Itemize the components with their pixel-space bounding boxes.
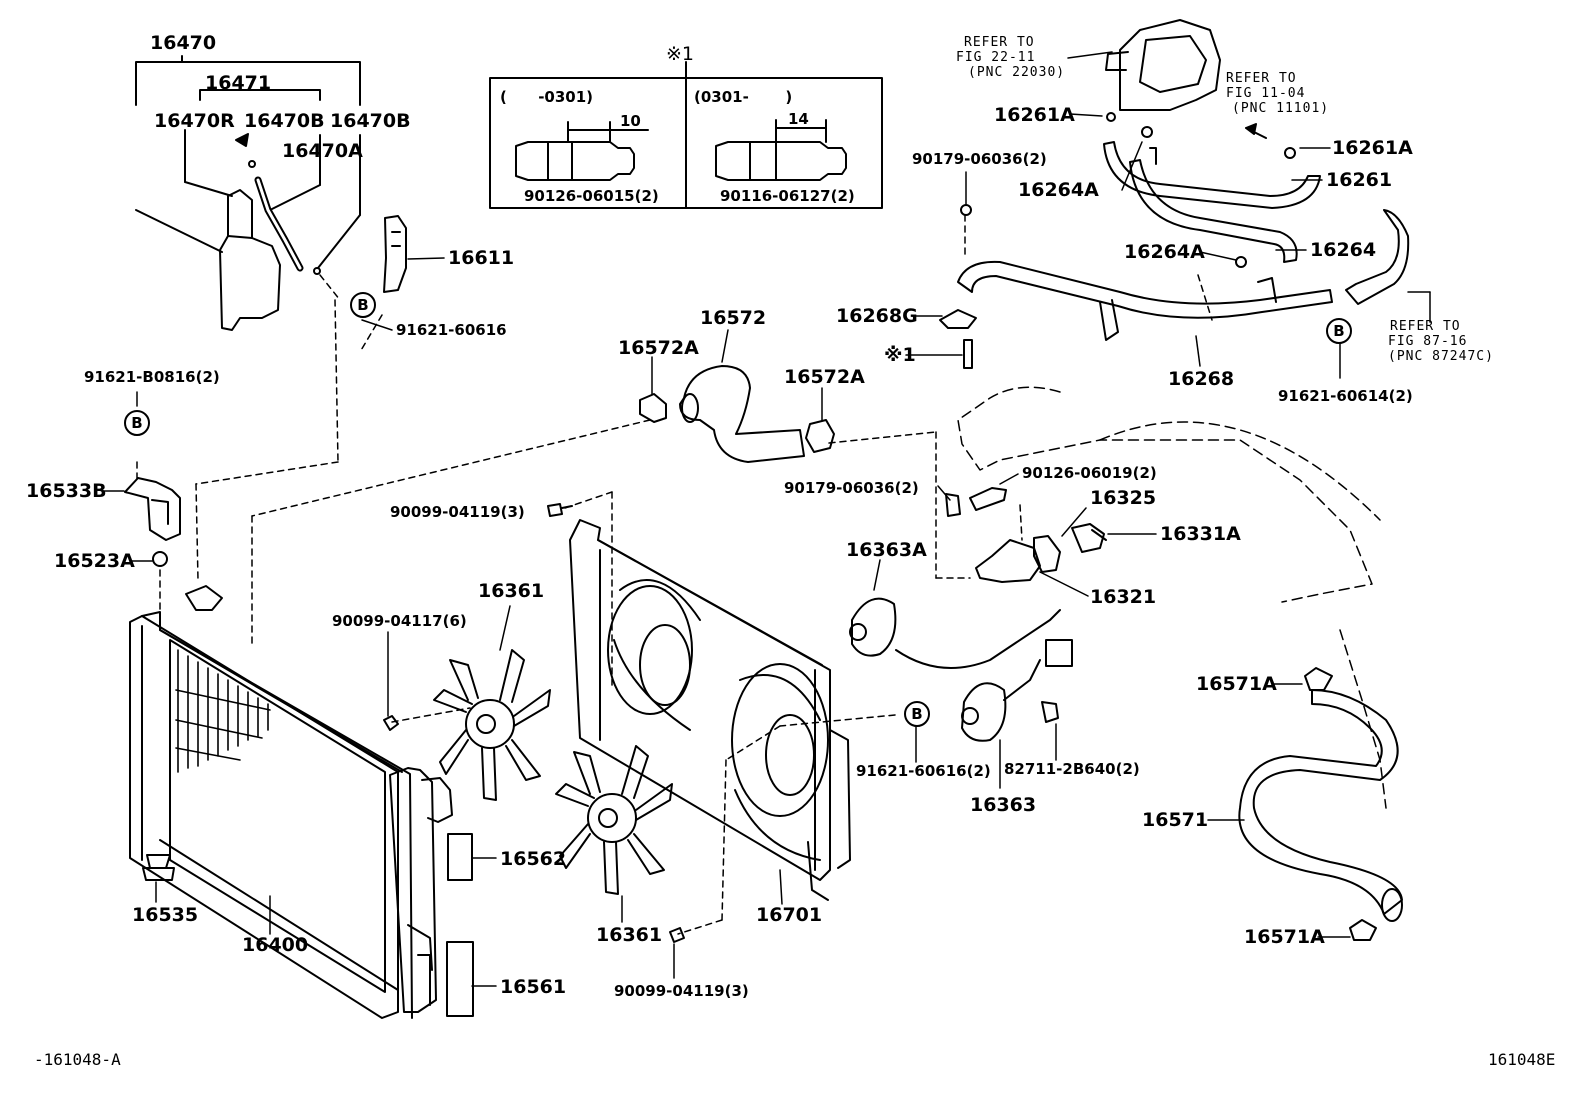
part-label-16264A-top: 16264A <box>1018 179 1099 201</box>
inset-left-part-number: 90126-06015(2) <box>524 187 659 205</box>
bolt-marker-b-3: B <box>904 701 930 727</box>
part-label-16562: 16562 <box>500 848 567 870</box>
part-label-90099-04117: 90099-04117(6) <box>332 612 467 630</box>
part-label-16331A: 16331A <box>1160 523 1241 545</box>
part-label-16572A-right: 16572A <box>784 366 865 388</box>
part-label-90126-06019: 90126-06019(2) <box>1022 464 1157 482</box>
part-label-16701: 16701 <box>756 904 823 926</box>
inset-marker: ※1 <box>666 43 695 65</box>
inset-right-part-number: 90116-06127(2) <box>720 187 855 205</box>
hose-16572-drawing <box>679 365 805 463</box>
ref-note-22-11-line1: REFER TO <box>964 35 1035 50</box>
note-marker-1: ※1 <box>884 344 916 366</box>
part-label-16325: 16325 <box>1090 487 1157 509</box>
ref-note-11-04-line3: (PNC 11101) <box>1232 101 1330 116</box>
ref-note-87-16-line2: FIG 87-16 <box>1388 334 1468 349</box>
inset-right-dimension: 14 <box>788 110 809 128</box>
inset-right-range: (0301- ) <box>694 88 793 106</box>
part-label-90099-04119-bottom: 90099-04119(3) <box>614 982 749 1000</box>
upper-pipes-drawing <box>957 19 1410 341</box>
part-label-16561: 16561 <box>500 976 567 998</box>
part-label-16470: 16470 <box>150 32 217 54</box>
part-label-16535: 16535 <box>132 904 199 926</box>
ref-note-22-11-line3: (PNC 22030) <box>968 65 1066 80</box>
part-label-16470B-2: 16470B <box>330 110 411 132</box>
part-label-16361-top: 16361 <box>478 580 545 602</box>
fan-shroud-drawing <box>569 519 851 901</box>
ref-note-87-16-line1: REFER TO <box>1390 319 1461 334</box>
reservoir-tank-drawing <box>135 55 361 331</box>
fan-motors-drawing <box>849 597 1073 742</box>
part-label-82711-2B640: 82711-2B640(2) <box>1004 760 1140 778</box>
ref-note-22-11-line2: FIG 22-11 <box>956 50 1036 65</box>
part-label-16470B-1: 16470B <box>244 110 325 132</box>
part-label-16572A-left: 16572A <box>618 337 699 359</box>
part-label-91621-60616-top: 91621-60616 <box>396 321 507 339</box>
inset-left-range: ( -0301) <box>500 88 594 106</box>
label-leaders <box>103 51 1431 987</box>
part-label-16268G: 16268G <box>836 305 918 327</box>
part-label-16571A-top: 16571A <box>1196 673 1277 695</box>
part-label-16471: 16471 <box>205 72 272 94</box>
fan-blades-drawing <box>433 649 673 895</box>
inset-box <box>489 61 883 209</box>
part-label-16572: 16572 <box>700 307 767 329</box>
inset-left-dimension: 10 <box>620 112 641 130</box>
footer-figure-code-left: -161048-A <box>34 1050 121 1069</box>
part-label-16470R: 16470R <box>154 110 235 132</box>
dashed-leaders <box>136 214 1213 935</box>
part-label-16533B: 16533B <box>26 480 107 502</box>
part-label-16571A-bottom: 16571A <box>1244 926 1325 948</box>
ref-note-87-16-line3: (PNC 87247C) <box>1388 349 1494 364</box>
footer-figure-code-right: 161048E <box>1488 1050 1556 1069</box>
engine-outline <box>957 386 1387 809</box>
part-label-16261A-right: 16261A <box>1332 137 1413 159</box>
bolt-marker-b-2: B <box>124 410 150 436</box>
part-label-16264A-mid: 16264A <box>1124 241 1205 263</box>
part-label-16400: 16400 <box>242 934 309 956</box>
bolt-marker-b-1: B <box>350 292 376 318</box>
small-parts-drawing <box>124 112 1377 1017</box>
part-label-91621-60614: 91621-60614(2) <box>1278 387 1413 405</box>
part-label-16363: 16363 <box>970 794 1037 816</box>
part-label-16321: 16321 <box>1090 586 1157 608</box>
part-label-16261A-left: 16261A <box>994 104 1075 126</box>
part-label-16470A: 16470A <box>282 140 363 162</box>
part-label-16571: 16571 <box>1142 809 1209 831</box>
part-label-16261: 16261 <box>1326 169 1393 191</box>
arrow-icon <box>1245 123 1267 139</box>
part-label-90179-06036-mid: 90179-06036(2) <box>784 479 919 497</box>
part-label-91621-B0816: 91621-B0816(2) <box>84 368 220 386</box>
part-label-16361-bottom: 16361 <box>596 924 663 946</box>
radiator-drawing <box>129 611 453 1019</box>
part-label-90099-04119-top: 90099-04119(3) <box>390 503 525 521</box>
hose-16571-drawing <box>1238 689 1403 922</box>
part-label-16264: 16264 <box>1310 239 1377 261</box>
part-label-16363A: 16363A <box>846 539 927 561</box>
bolt-marker-b-4: B <box>1326 318 1352 344</box>
part-label-16268: 16268 <box>1168 368 1235 390</box>
part-label-90179-06036-top: 90179-06036(2) <box>912 150 1047 168</box>
ref-note-11-04-line2: FIG 11-04 <box>1226 86 1306 101</box>
part-label-91621-60616-bottom: 91621-60616(2) <box>856 762 991 780</box>
ref-note-11-04-line1: REFER TO <box>1226 71 1297 86</box>
part-label-16611: 16611 <box>448 247 515 269</box>
part-label-16523A: 16523A <box>54 550 135 572</box>
